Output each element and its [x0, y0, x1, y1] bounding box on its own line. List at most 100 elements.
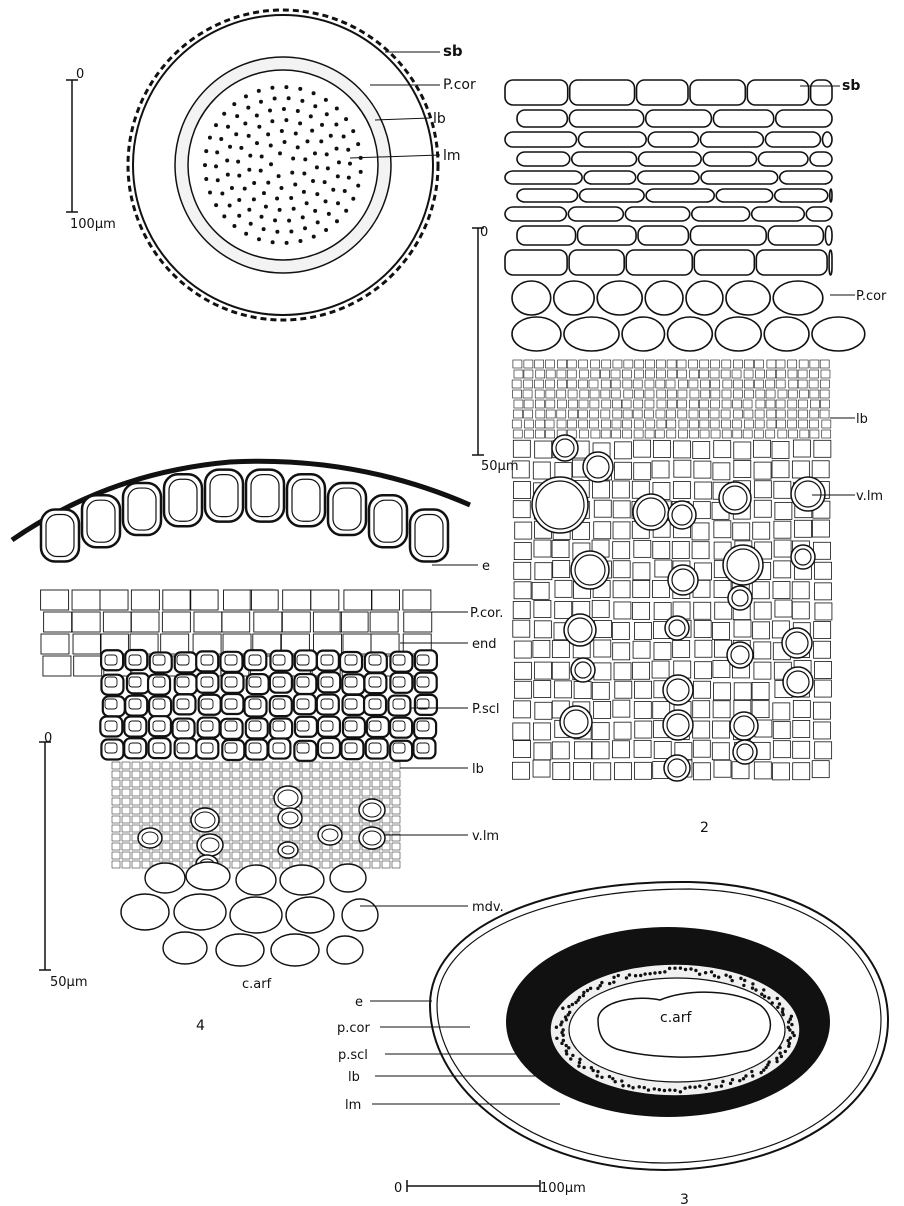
fig4-phloem-cell — [222, 780, 230, 787]
fig4-phloem-cell — [182, 834, 190, 841]
fig4-phloem-cell — [232, 825, 240, 832]
fig4-phloem-cell — [252, 816, 260, 823]
fig1-dot — [243, 122, 247, 126]
fig4-phloem-cell — [222, 816, 230, 823]
fig4-cortex-cell — [371, 590, 399, 610]
fig4-phloem-cell — [342, 762, 350, 769]
fig4-phloem-cell — [302, 852, 310, 859]
fig4-cortex-cell — [194, 612, 222, 632]
fig1-dot — [324, 98, 328, 102]
fig1-dot — [243, 187, 247, 191]
fig4-phloem-cell — [112, 798, 120, 805]
fig4-phloem-cell — [162, 798, 170, 805]
fig4-label-vlm: v.lm — [472, 829, 499, 844]
fig4-phloem-cell — [182, 771, 190, 778]
fig4-cortex-cell — [313, 612, 341, 632]
fig4-phloem-cell — [242, 807, 250, 814]
fig1-dot — [287, 96, 291, 100]
fig2-vessel — [560, 706, 592, 738]
fig4-sclerenchyma-cell — [149, 738, 171, 758]
fig4-cortex-cell — [131, 612, 159, 632]
fig4-sclerenchyma-cell — [127, 673, 149, 693]
fig4-phloem-cell — [122, 825, 130, 832]
fig3-dot — [743, 979, 746, 982]
fig1-dot — [237, 214, 241, 218]
fig4-cortex-cell — [100, 590, 128, 610]
fig2-label-vlm: v.lm — [856, 489, 883, 504]
fig1-dot — [237, 198, 241, 202]
fig3-dot — [684, 968, 687, 971]
fig4-phloem-cell — [382, 780, 390, 787]
fig4-medulla-cell — [186, 862, 230, 890]
fig1-dot — [356, 142, 360, 146]
fig4-phloem-cell — [162, 771, 170, 778]
fig1-dot — [282, 107, 286, 111]
fig4-phloem-cell — [262, 807, 270, 814]
fig4-phloem-cell — [152, 816, 160, 823]
fig4-phloem-cell — [162, 843, 170, 850]
fig1-dot — [343, 189, 347, 193]
fig4-phloem-cell — [252, 798, 260, 805]
fig4-phloem-cell — [392, 798, 400, 805]
fig4-phloem-cell — [172, 807, 180, 814]
fig4-phloem-cell — [192, 798, 200, 805]
fig1-dot — [220, 192, 224, 196]
fig4-sclerenchyma-cell — [415, 695, 437, 715]
fig4-sclerenchyma-cell — [199, 695, 221, 715]
fig3-dot — [776, 997, 779, 1000]
fig3-dot — [571, 1003, 574, 1006]
fig3-dot — [717, 976, 720, 979]
fig1-dot — [204, 149, 208, 153]
fig4-cortex-cell — [44, 612, 72, 632]
fig4-phloem-cell — [222, 807, 230, 814]
fig4-phloem-cell — [232, 834, 240, 841]
fig3-dot — [775, 1060, 778, 1063]
fig3-label-pscl: p.scl — [338, 1048, 368, 1063]
fig1-dot — [294, 131, 298, 135]
fig4-phloem-cell — [212, 798, 220, 805]
fig4-sclerenchyma-cell — [415, 650, 437, 670]
fig3-dot — [562, 1039, 565, 1042]
fig2-vessel — [719, 482, 751, 514]
fig4-phloem-cell — [242, 852, 250, 859]
fig4-phloem-cell — [132, 825, 140, 832]
fig4-phloem-cell — [112, 825, 120, 832]
fig4-phloem-cell — [222, 834, 230, 841]
fig1-dot — [287, 219, 291, 223]
fig3-dot — [555, 1037, 558, 1040]
fig3-dot — [762, 1068, 765, 1071]
fig4-sclerenchyma-cell — [317, 651, 339, 671]
fig4-sclerenchyma-cell — [343, 717, 365, 737]
fig4-phloem-cell — [182, 861, 190, 868]
fig4-phloem-cell — [132, 816, 140, 823]
fig1-dot — [336, 201, 340, 205]
fig3-dot — [668, 967, 671, 970]
fig4-phloem-cell — [282, 834, 290, 841]
fig4-phloem-cell — [282, 762, 290, 769]
fig4-medulla-cell — [121, 894, 169, 930]
fig4-cortex-cell — [162, 612, 190, 632]
fig3-dot — [787, 1026, 790, 1029]
fig3-dot — [759, 1071, 762, 1074]
fig4-label-end: end — [472, 637, 497, 652]
fig2-vessel — [723, 545, 763, 585]
fig1-dot — [319, 139, 323, 143]
fig4-phloem-cell — [242, 789, 250, 796]
fig1-dot — [311, 179, 315, 183]
fig4-phloem-cell — [142, 780, 150, 787]
fig4-sclerenchyma-cell — [196, 673, 218, 693]
fig1-dot — [214, 164, 218, 168]
fig4-phloem-cell — [272, 861, 280, 868]
fig1-dot — [255, 141, 259, 145]
fig4-phloem-cell — [122, 816, 130, 823]
fig3-dot — [612, 976, 615, 979]
fig4-phloem-cell — [242, 825, 250, 832]
fig4-phloem-cell — [132, 852, 140, 859]
fig4-phloem-cell — [202, 798, 210, 805]
fig4-phloem-cell — [302, 798, 310, 805]
fig4-phloem-cell — [382, 852, 390, 859]
fig4-phloem-cell — [172, 852, 180, 859]
fig4-phloem-cell — [342, 807, 350, 814]
fig3-dot — [611, 1077, 614, 1080]
fig1-dot — [269, 162, 273, 166]
